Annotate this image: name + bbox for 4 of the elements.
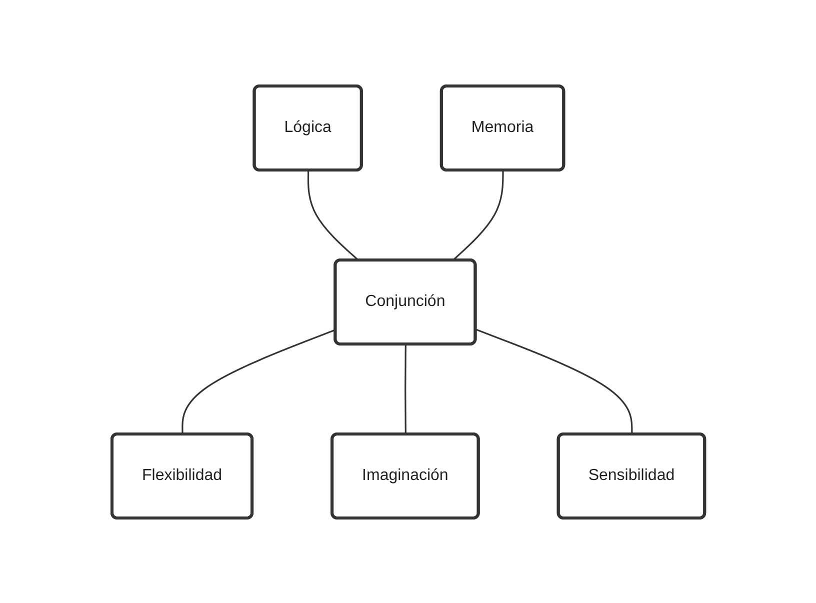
connector [452, 170, 504, 261]
connector [307, 170, 359, 261]
connector [404, 344, 406, 434]
connector [475, 328, 632, 434]
